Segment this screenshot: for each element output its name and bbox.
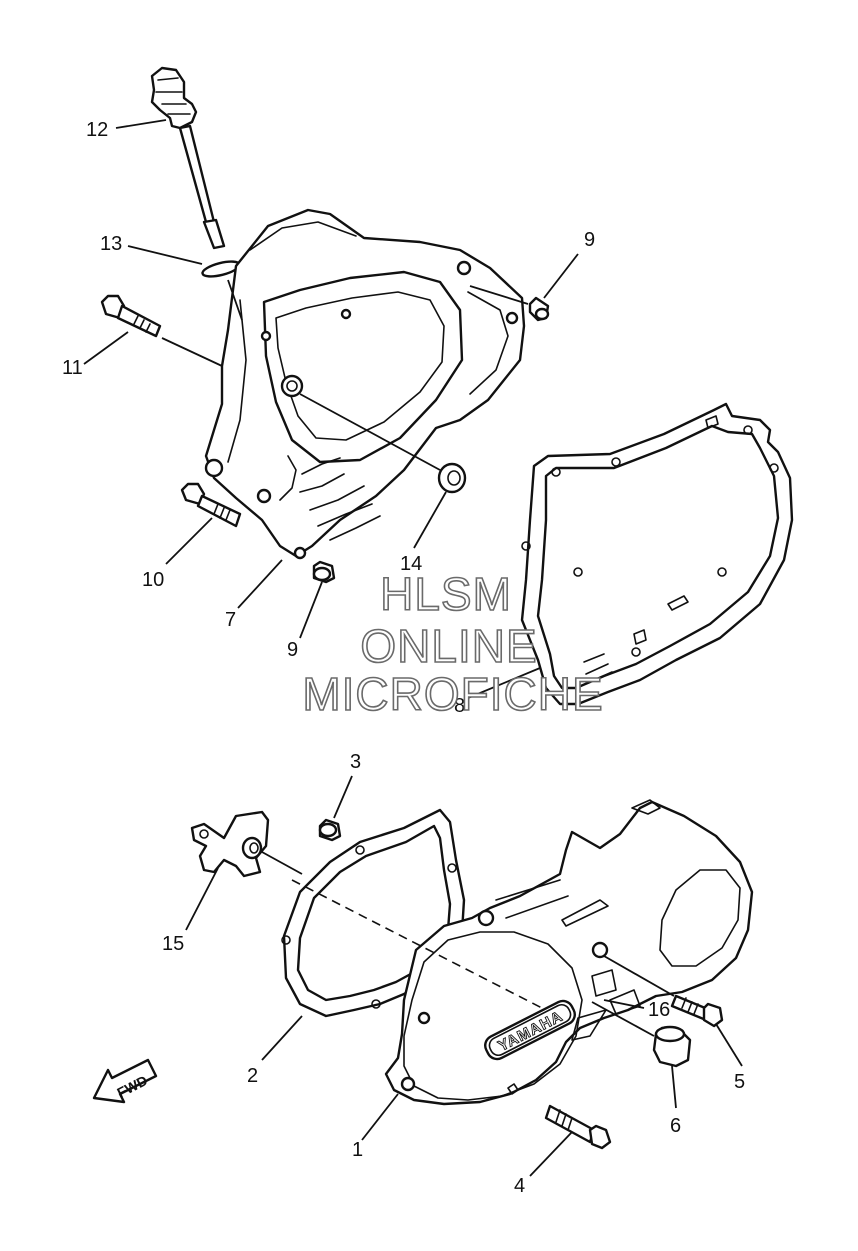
- leader-7: [237, 559, 283, 609]
- leader-11-extension: [161, 337, 223, 367]
- callout-7: 7: [225, 609, 236, 631]
- callout-11: 11: [62, 357, 83, 379]
- part-12-oil-dipstick: [150, 66, 226, 250]
- callout-9-upper: 9: [584, 229, 595, 251]
- callout-1: 1: [352, 1139, 363, 1161]
- leader-3: [333, 775, 353, 819]
- leader-14: [413, 491, 447, 549]
- watermark-line-3: MICROFICHE: [302, 668, 603, 720]
- part-3-dowel-pin: [318, 818, 342, 842]
- part-1-crankcase-cover: YAMAHA: [384, 799, 754, 1106]
- leader-13-extension: [227, 279, 243, 321]
- leader-13: [127, 245, 203, 265]
- leader-9-lower: [299, 581, 323, 639]
- part-11-bolt: [100, 294, 162, 338]
- part-4-bolt: [544, 1104, 612, 1150]
- part-7-crankcase-cover: [204, 208, 526, 560]
- callout-10: 10: [142, 569, 164, 591]
- part-8-gasket: [520, 402, 794, 706]
- callout-3: 3: [350, 751, 361, 773]
- part-9-dowel-pin-upper: [528, 296, 550, 322]
- leader-9-upper-extension: [469, 285, 529, 305]
- leader-14-extension: [299, 393, 441, 471]
- watermark-line-2: ONLINE: [360, 620, 537, 672]
- part-14-oil-seal: [437, 462, 467, 494]
- callout-13: 13: [100, 233, 122, 255]
- watermark: HLSM ONLINE MICROFICHE: [302, 567, 604, 721]
- leader-9-upper: [543, 253, 579, 299]
- leader-5: [715, 1023, 743, 1067]
- leader-10: [165, 517, 213, 565]
- callout-5: 5: [734, 1071, 745, 1093]
- callout-16: 16: [648, 999, 670, 1021]
- leader-4: [529, 1131, 573, 1177]
- leader-11: [83, 331, 129, 365]
- callout-4: 4: [514, 1175, 525, 1197]
- leader-2: [261, 1015, 303, 1061]
- leader-15: [185, 867, 219, 931]
- callout-8: 8: [454, 695, 465, 717]
- watermark-line-1: HLSM: [380, 568, 512, 620]
- leader-8: [467, 667, 541, 699]
- part-9-dowel-pin-lower: [312, 560, 336, 584]
- leader-6: [671, 1065, 677, 1109]
- callout-12: 12: [86, 119, 108, 141]
- callout-6: 6: [670, 1115, 681, 1137]
- alignment-dashed-line: [291, 879, 543, 1009]
- part-15-bracket: [190, 810, 270, 878]
- part-5-bolt: [670, 994, 724, 1028]
- leader-15-extension: [261, 851, 303, 875]
- callout-14: 14: [400, 553, 422, 575]
- callout-2: 2: [247, 1065, 258, 1087]
- leader-1: [361, 1093, 399, 1141]
- callout-9-lower: 9: [287, 639, 298, 661]
- part-6-plug: [652, 1025, 692, 1068]
- leader-6-extension: [591, 1001, 655, 1037]
- part-10-bolt: [180, 482, 242, 528]
- leader-5-extension: [603, 955, 675, 997]
- fwd-arrow: FWD: [92, 1058, 158, 1104]
- leader-12: [115, 119, 167, 129]
- leader-16: [603, 999, 645, 1009]
- callout-15: 15: [162, 933, 184, 955]
